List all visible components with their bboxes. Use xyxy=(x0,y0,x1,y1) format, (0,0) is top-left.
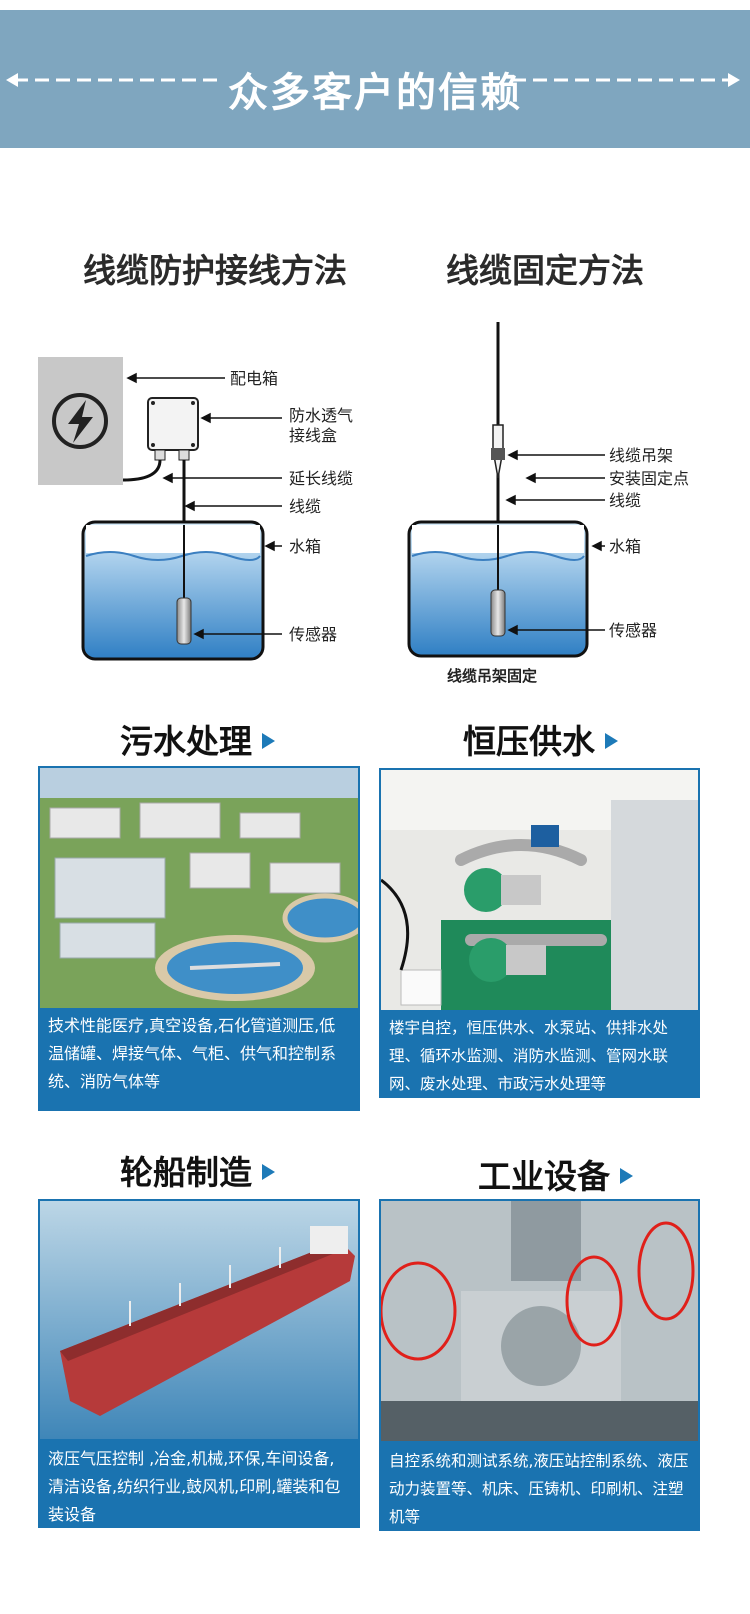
triangle-right-icon xyxy=(620,1167,633,1184)
label-cable-hanger: 线缆吊架 xyxy=(609,446,673,465)
label-junction-box-2: 接线盒 xyxy=(289,426,337,445)
triangle-right-icon xyxy=(605,732,618,749)
industrial-equipment-photo xyxy=(381,1201,698,1441)
ship-photo xyxy=(40,1201,358,1439)
label-cable: 线缆 xyxy=(289,497,321,516)
category-title-industrial: 工业设备 xyxy=(478,1150,633,1198)
label-sensor: 传感器 xyxy=(289,625,337,644)
category-title-sewage: 污水处理 xyxy=(120,715,275,763)
cable-fixing-diagram: 线缆吊架 安装固定点 线缆 水箱 传感器 线缆吊架固定 xyxy=(407,322,689,685)
left-diagram-title: 线缆防护接线方法 xyxy=(83,251,347,290)
category-card-industrial: 自控系统和测试系统,液压站控制系统、液压动力装置等、机床、压铸机、印刷机、注塑机… xyxy=(379,1199,700,1531)
banner-arrows xyxy=(6,73,740,87)
category-title-text: 工业设备 xyxy=(478,1157,610,1196)
header-banner: 众多客户的信赖 xyxy=(0,10,750,148)
sensor xyxy=(176,597,192,645)
category-description: 楼宇自控，恒压供水、水泵站、供排水处理、循环水监测、消防水监测、管网水联网、废水… xyxy=(389,1019,669,1093)
category-card-sewage: 技术性能医疗,真空设备,石化管道测压,低温储罐、焊接气体、气柜、供气和控制系统、… xyxy=(38,766,360,1111)
extension-cable xyxy=(122,459,162,482)
triangle-right-icon xyxy=(262,1163,275,1180)
label-extension-cable: 延长线缆 xyxy=(289,469,353,488)
label-junction-box-1: 防水透气 xyxy=(289,406,353,425)
category-title-text: 污水处理 xyxy=(120,722,252,761)
category-title-text: 轮船制造 xyxy=(120,1153,252,1192)
category-title-water-supply: 恒压供水 xyxy=(463,715,618,763)
pump-station-photo xyxy=(381,770,698,1010)
junction-box xyxy=(147,397,199,451)
triangle-right-icon xyxy=(262,732,275,749)
category-description: 液压气压控制 ,冶金,机械,环保,车间设备,清洁设备,纺织行业,鼓风机,印刷,罐… xyxy=(48,1449,341,1524)
label-sensor: 传感器 xyxy=(609,621,657,640)
label-water-tank: 水箱 xyxy=(609,537,641,556)
lightning-icon xyxy=(52,393,108,449)
category-card-water-supply: 楼宇自控，恒压供水、水泵站、供排水处理、循环水监测、消防水监测、管网水联网、废水… xyxy=(379,768,700,1098)
sensor xyxy=(490,589,506,637)
label-distribution-box: 配电箱 xyxy=(230,369,278,388)
label-water-tank: 水箱 xyxy=(289,537,321,556)
category-description: 自控系统和测试系统,液压站控制系统、液压动力装置等、机床、压铸机、印刷机、注塑机… xyxy=(389,1452,689,1526)
label-cable: 线缆 xyxy=(609,491,641,510)
label-mount-point: 安装固定点 xyxy=(609,469,689,488)
diagram-caption: 线缆吊架固定 xyxy=(447,667,537,685)
category-description: 技术性能医疗,真空设备,石化管道测压,低温储罐、焊接气体、气柜、供气和控制系统、… xyxy=(48,1016,337,1091)
sewage-plant-photo xyxy=(40,768,358,1008)
banner-title: 众多客户的信赖 xyxy=(228,70,522,116)
category-title-shipbuilding: 轮船制造 xyxy=(120,1146,275,1194)
category-title-text: 恒压供水 xyxy=(463,722,595,761)
water-tank xyxy=(81,520,265,661)
cable-protection-diagram: 配电箱 防水透气 接线盒 延长线缆 线缆 水箱 传感器 xyxy=(38,357,353,661)
right-diagram-title: 线缆固定方法 xyxy=(446,251,644,290)
category-card-shipbuilding: 液压气压控制 ,冶金,机械,环保,车间设备,清洁设备,纺织行业,鼓风机,印刷,罐… xyxy=(38,1199,360,1528)
